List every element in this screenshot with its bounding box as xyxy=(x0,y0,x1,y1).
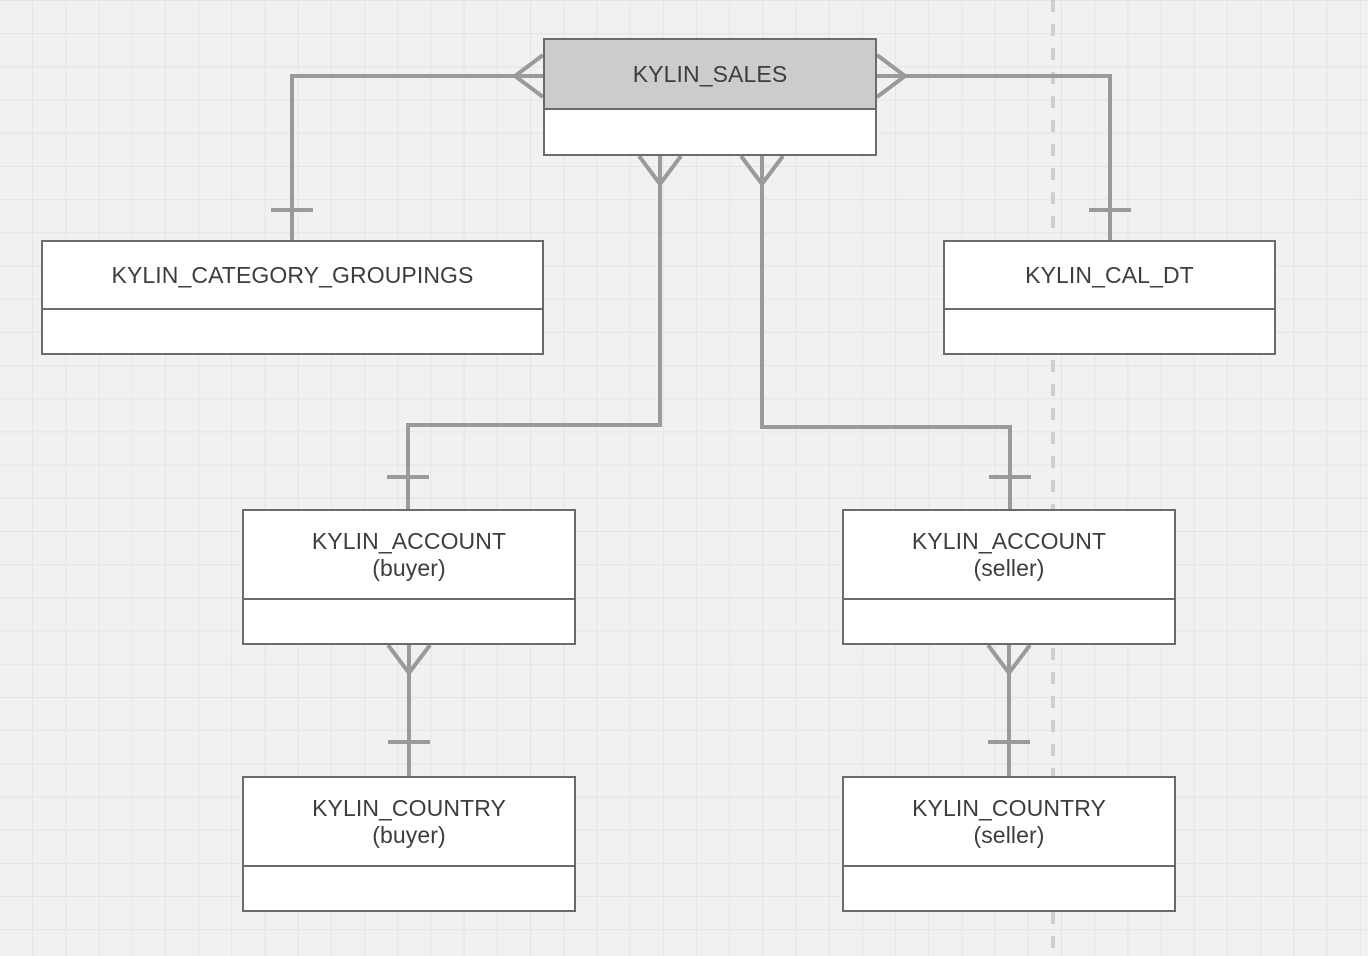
entity-title-kylin-account-buyer: KYLIN_ACCOUNT (buyer) xyxy=(244,511,574,600)
entity-title-kylin-country-seller: KYLIN_COUNTRY (seller) xyxy=(844,778,1174,867)
edge-sales-to-category-groupings[interactable] xyxy=(290,74,520,240)
edge-sales-to-cal-dt[interactable] xyxy=(900,74,1112,240)
entity-title-kylin-account-seller: KYLIN_ACCOUNT (seller) xyxy=(844,511,1174,600)
entity-node-kylin-cal-dt[interactable]: KYLIN_CAL_DT xyxy=(943,240,1276,355)
entity-node-kylin-country-seller[interactable]: KYLIN_COUNTRY (seller) xyxy=(842,776,1176,912)
crowsfoot-sales-bottom-buyer xyxy=(637,154,683,188)
entity-node-kylin-country-buyer[interactable]: KYLIN_COUNTRY (buyer) xyxy=(242,776,576,912)
entity-body-kylin-sales[interactable] xyxy=(545,110,875,154)
crowsfoot-account-buyer-bottom xyxy=(386,643,432,677)
entity-title-kylin-category-groupings: KYLIN_CATEGORY_GROUPINGS xyxy=(43,242,542,310)
entity-body-kylin-account-seller[interactable] xyxy=(844,600,1174,643)
entity-node-kylin-account-seller[interactable]: KYLIN_ACCOUNT (seller) xyxy=(842,509,1176,645)
entity-node-kylin-sales[interactable]: KYLIN_SALES xyxy=(543,38,877,156)
entity-node-kylin-account-buyer[interactable]: KYLIN_ACCOUNT (buyer) xyxy=(242,509,576,645)
entity-title-kylin-country-buyer: KYLIN_COUNTRY (buyer) xyxy=(244,778,574,867)
entity-body-kylin-cal-dt[interactable] xyxy=(945,310,1274,353)
entity-title-kylin-cal-dt: KYLIN_CAL_DT xyxy=(945,242,1274,310)
crowsfoot-sales-right xyxy=(875,53,909,99)
entity-title-kylin-sales: KYLIN_SALES xyxy=(545,40,875,110)
entity-body-kylin-country-seller[interactable] xyxy=(844,867,1174,910)
crowsfoot-account-seller-bottom xyxy=(986,643,1032,677)
crowsfoot-sales-bottom-seller xyxy=(739,154,785,188)
entity-node-kylin-category-groupings[interactable]: KYLIN_CATEGORY_GROUPINGS xyxy=(41,240,544,355)
entity-body-kylin-account-buyer[interactable] xyxy=(244,600,574,643)
crowsfoot-sales-left xyxy=(511,53,545,99)
entity-body-kylin-category-groupings[interactable] xyxy=(43,310,542,353)
entity-body-kylin-country-buyer[interactable] xyxy=(244,867,574,910)
